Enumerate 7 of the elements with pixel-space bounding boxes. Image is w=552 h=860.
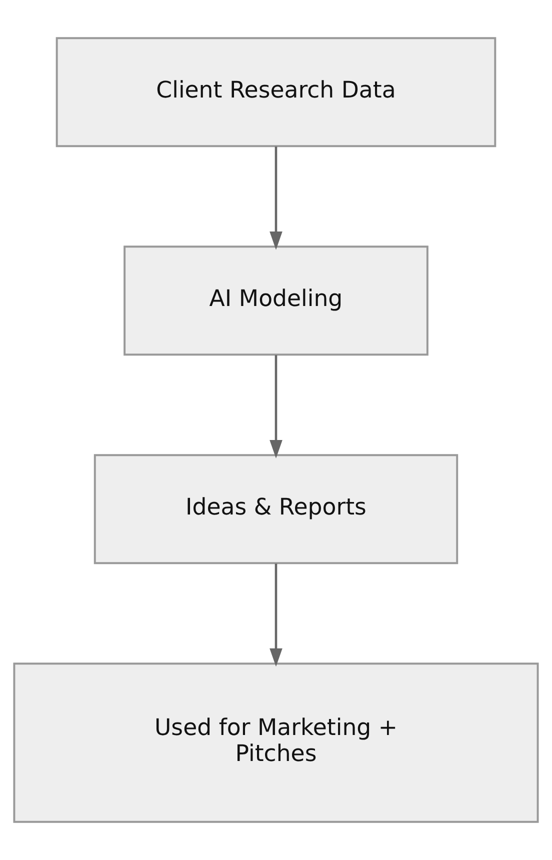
node-box: Ideas & Reports — [94, 454, 458, 564]
arrow — [270, 564, 282, 667]
node-box: Used for Marketing + Pitches — [13, 662, 539, 823]
node-box: Client Research Data — [56, 37, 496, 148]
arrow — [270, 355, 282, 458]
node-box: AI Modeling — [124, 246, 428, 356]
arrow — [270, 146, 282, 250]
